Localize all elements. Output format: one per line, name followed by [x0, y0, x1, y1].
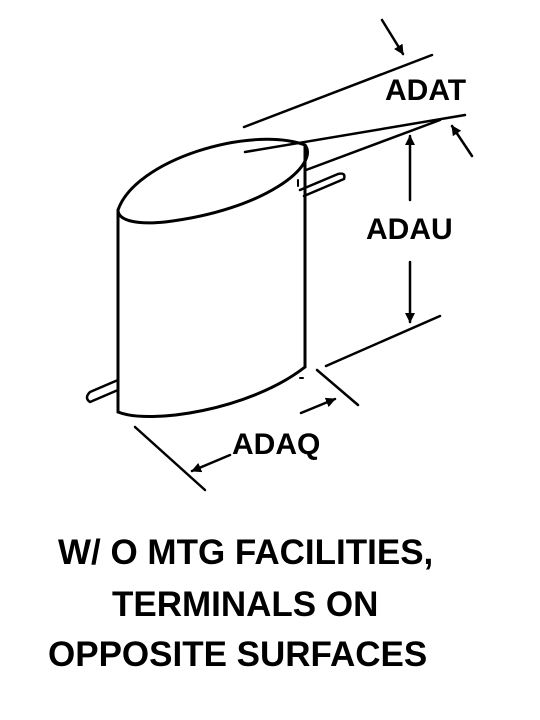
adau-label: ADAU [366, 213, 453, 246]
capacitor-body [116, 137, 309, 418]
adat-label: ADAT [385, 74, 466, 107]
adaq-dimension-lines [133, 368, 360, 492]
rear-terminal-lead [298, 172, 346, 198]
caption-line-1: W/ O MTG FACILITIES, [58, 533, 434, 572]
caption-line-3: OPPOSITE SURFACES [48, 635, 428, 674]
adat-dimension-lines [242, 18, 474, 158]
caption-line-2: TERMINALS ON [112, 585, 379, 624]
adaq-label: ADAQ [232, 428, 320, 461]
adau-dimension-lines [304, 118, 442, 368]
front-terminal-lead [85, 378, 120, 404]
